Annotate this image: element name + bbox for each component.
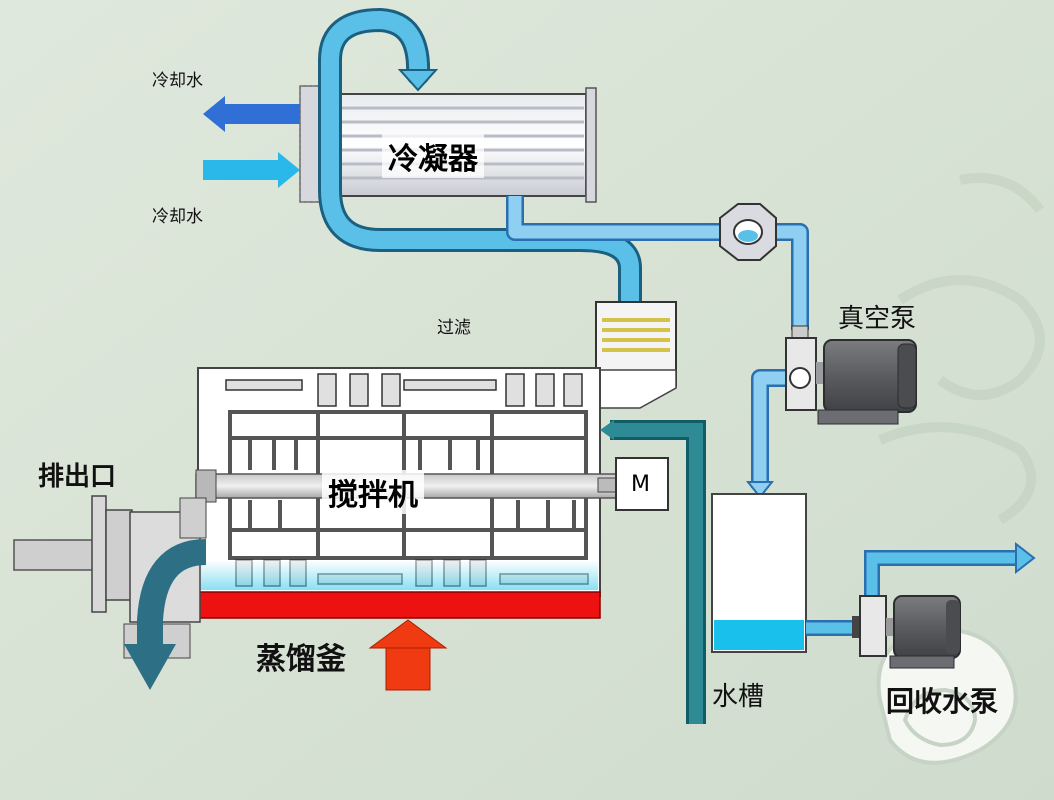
recovery-pump [852,595,961,669]
return-pipe [610,420,706,724]
still-label: 蒸馏釜 [256,642,346,677]
mixer-label: 搅拌机 [322,470,424,514]
tank-inlet-arrow [745,481,775,499]
motor-label: M [631,472,650,497]
recovery-pump-label: 回收水泵 [886,685,999,718]
water-tank [711,493,807,653]
condenser-label: 冷凝器 [382,134,484,178]
filter-label: 过滤 [437,318,471,338]
cooling-water-out-arrow [203,96,300,132]
motor [597,457,669,511]
cooling-water-in-label: 冷却水 [152,207,203,227]
outlet-label: 排出口 [38,462,117,492]
discharge-arrow [124,539,207,690]
heater-jacket [197,591,601,619]
water-tank-label: 水槽 [712,682,765,712]
vapor-pipe [318,7,642,312]
vacuum-pump [785,325,917,425]
cooling-water-in-arrow [203,152,300,188]
decorative-swirls [878,173,1045,525]
cooling-water-out-label: 冷却水 [152,71,203,91]
return-arrow [600,420,614,440]
condensate-pipe [506,196,809,488]
heat-arrow [368,619,448,691]
sight-glass-valve [719,203,777,261]
recovery-out-arrow [1015,541,1036,575]
vacuum-pump-label: 真空泵 [838,304,917,334]
vapor-down-arrow [397,69,439,92]
filter [595,301,677,409]
